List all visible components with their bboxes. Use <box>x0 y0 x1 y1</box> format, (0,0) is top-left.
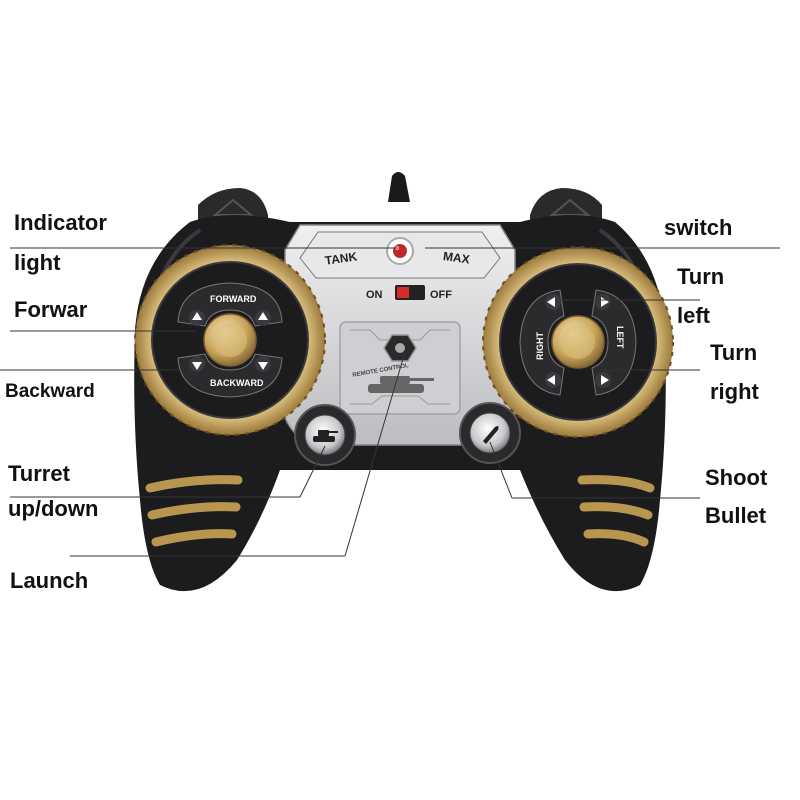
backward-pad-label: BACKWARD <box>210 378 264 388</box>
label-indicator: Indicator <box>14 210 107 235</box>
turn-left-pad <box>591 289 637 396</box>
left-grip-grooves <box>145 475 243 547</box>
bullet-icon <box>483 426 499 444</box>
label-turn-left-2: left <box>677 303 710 328</box>
callout-lines <box>0 247 780 557</box>
label-backward: Backward <box>5 381 95 402</box>
antenna <box>388 172 410 202</box>
label-light: light <box>14 250 61 275</box>
label-up-down: up/down <box>8 496 99 521</box>
label-turn-left-1: Turn <box>677 264 725 289</box>
switch-off-text: OFF <box>430 289 452 301</box>
tank-graphic <box>368 376 434 393</box>
label-forward: Forwar <box>14 297 88 322</box>
label-turn-right-2: right <box>710 379 759 404</box>
left-pad-label: LEFT <box>615 326 625 349</box>
label-turret: Turret <box>8 461 70 486</box>
turret-icon <box>313 430 338 442</box>
label-turn-right-1: Turn <box>710 340 758 365</box>
label-launch: Launch <box>10 568 89 593</box>
label-shoot: Shoot <box>705 465 768 490</box>
right-pad-label: RIGHT <box>535 332 545 361</box>
panel-tank-text: TANK <box>324 249 358 267</box>
switch-on-text: ON <box>366 289 383 301</box>
turn-right-pad <box>519 289 565 396</box>
panel-max-text: MAX <box>442 249 470 267</box>
right-grip-grooves <box>577 475 655 547</box>
label-switch: switch <box>664 215 733 240</box>
forward-pad-label: FORWARD <box>210 294 257 304</box>
label-bullet: Bullet <box>705 503 767 528</box>
